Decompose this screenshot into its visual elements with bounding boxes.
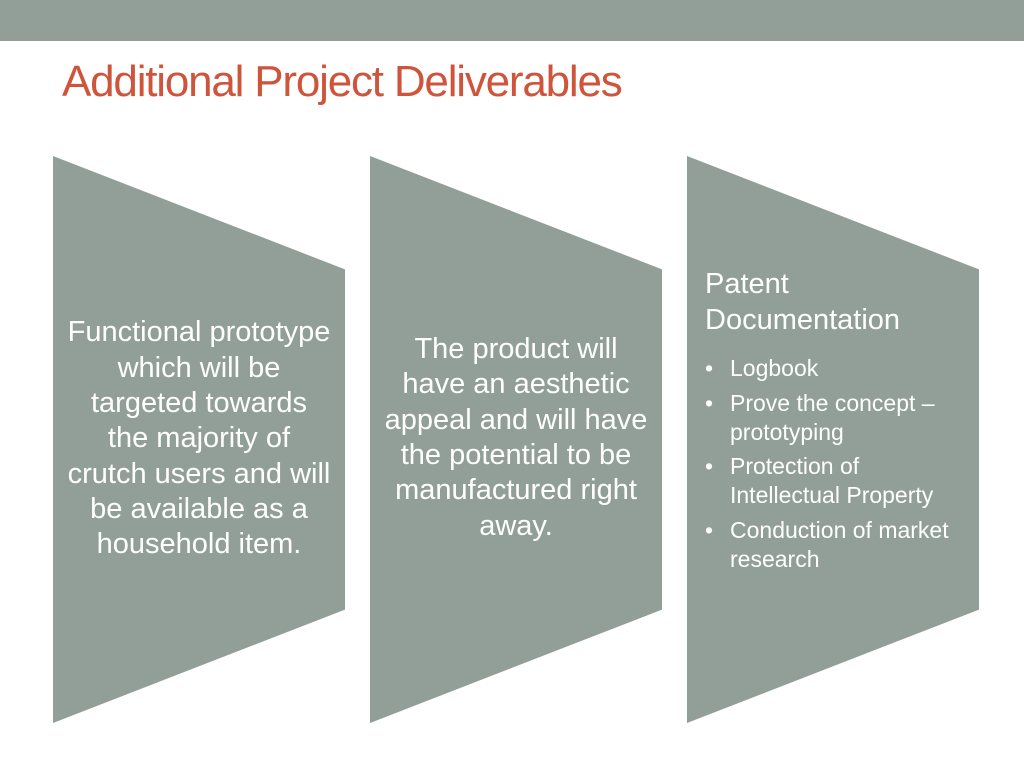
bullet-item: • Logbook	[705, 354, 973, 383]
slide-title: Additional Project Deliverables	[62, 57, 623, 106]
bullet-text: Prove the concept – prototyping	[730, 389, 935, 445]
bullet-icon: •	[705, 355, 714, 381]
bullet-text: Logbook	[730, 355, 819, 381]
bullet-text: Conduction of market research	[730, 516, 949, 572]
bullet-item: • Protection of Intellectual Property	[705, 452, 973, 510]
deliverable-chevron-2: The product will have an aesthetic appea…	[370, 156, 662, 723]
bullet-item: • Conduction of market research	[705, 516, 973, 574]
deliverable-1-text: Functional prototype which will be targe…	[67, 316, 331, 561]
header-bar	[0, 0, 1024, 41]
bullet-item: • Prove the concept – prototyping	[705, 389, 973, 447]
bullet-text: Protection of Intellectual Property	[730, 453, 934, 508]
deliverable-chevron-1: Functional prototype which will be targe…	[53, 156, 345, 723]
bullet-icon: •	[705, 453, 714, 480]
deliverable-3-heading: Patent Documentation	[705, 268, 901, 337]
deliverable-3-bullet-list: • Logbook • Prove the concept – prototyp…	[705, 354, 973, 579]
bullet-icon: •	[705, 389, 714, 416]
deliverable-chevron-3: Patent Documentation • Logbook • Prove t…	[687, 156, 979, 723]
bullet-icon: •	[705, 516, 714, 543]
deliverable-2-text: The product will have an aesthetic appea…	[384, 332, 648, 542]
